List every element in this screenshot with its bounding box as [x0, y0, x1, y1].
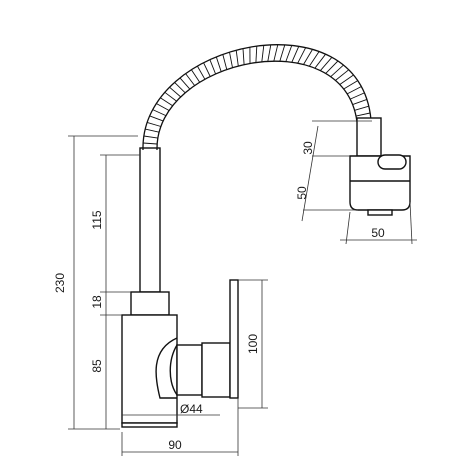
hose-rib: [197, 66, 205, 79]
hose-rib: [304, 49, 313, 64]
dim-head-width: 50: [371, 226, 385, 240]
spray-outlet: [368, 210, 392, 215]
mode-switch: [378, 155, 406, 169]
hose-rib: [180, 78, 190, 89]
flexible-hose: [143, 45, 381, 156]
dimension-labels: 230 115 18 85 100 Ø44 90 30 50 50: [53, 141, 385, 452]
hose-rib: [216, 57, 221, 72]
hose-rib: [145, 129, 159, 132]
lever-plate: [230, 280, 238, 398]
hose-outer-edge: [143, 45, 371, 150]
dim-tube-height: 115: [90, 210, 104, 229]
hose-rib: [191, 70, 199, 83]
dim-base-width: 90: [168, 438, 182, 452]
hose-rib: [268, 45, 271, 62]
hose-rib: [340, 75, 354, 85]
hose-rib: [355, 106, 369, 110]
lever-connector: [177, 345, 202, 395]
dim-total-height: 230: [53, 273, 67, 293]
hose-rib: [274, 45, 278, 62]
hose-rib: [160, 98, 172, 106]
dim-head-height: 50: [295, 186, 309, 200]
hose-rib: [262, 45, 264, 62]
hose-rib: [175, 82, 186, 92]
hose-rib: [350, 93, 364, 99]
hose-rib: [353, 99, 367, 104]
base-ring: [122, 423, 177, 427]
hose-rib: [292, 46, 299, 62]
dim-lever-height: 100: [246, 334, 260, 354]
hose-rib: [144, 136, 158, 138]
hose-rib: [186, 74, 195, 86]
hose-rib: [344, 81, 358, 89]
hose-rib: [147, 122, 161, 126]
hose-rib: [143, 143, 157, 144]
hose-rib: [280, 45, 285, 61]
hose-rib: [256, 46, 257, 63]
dim-base-diameter: Ø44: [180, 402, 203, 416]
dim-collar-height: 18: [90, 295, 104, 309]
lever-handle: [202, 343, 230, 397]
hose-rib: [243, 49, 244, 65]
hose-rib: [230, 52, 233, 67]
hose-rib: [156, 104, 169, 111]
nozzle-neck: [357, 118, 381, 156]
hose-rib: [356, 113, 370, 116]
hose-inner-edge: [157, 61, 357, 150]
hose-rib: [210, 60, 216, 74]
collar: [131, 292, 169, 315]
hose-rib: [165, 92, 177, 101]
hose-rib: [170, 87, 181, 97]
hose-rib: [286, 45, 292, 61]
dim-body-height: 85: [90, 359, 104, 373]
dim-head-top: 30: [301, 141, 315, 155]
main-body: [122, 315, 177, 423]
vertical-tube: [140, 148, 160, 292]
faucet-body: [122, 148, 238, 427]
hose-rib: [347, 87, 361, 94]
hose-rib: [223, 54, 227, 69]
hose-rib: [336, 70, 349, 81]
hose-rib: [236, 50, 238, 66]
hose-rib: [298, 48, 306, 64]
hose-rib: [153, 110, 166, 116]
spray-head: [350, 155, 410, 215]
hose-rib: [204, 63, 211, 77]
hose-rib: [150, 116, 163, 121]
